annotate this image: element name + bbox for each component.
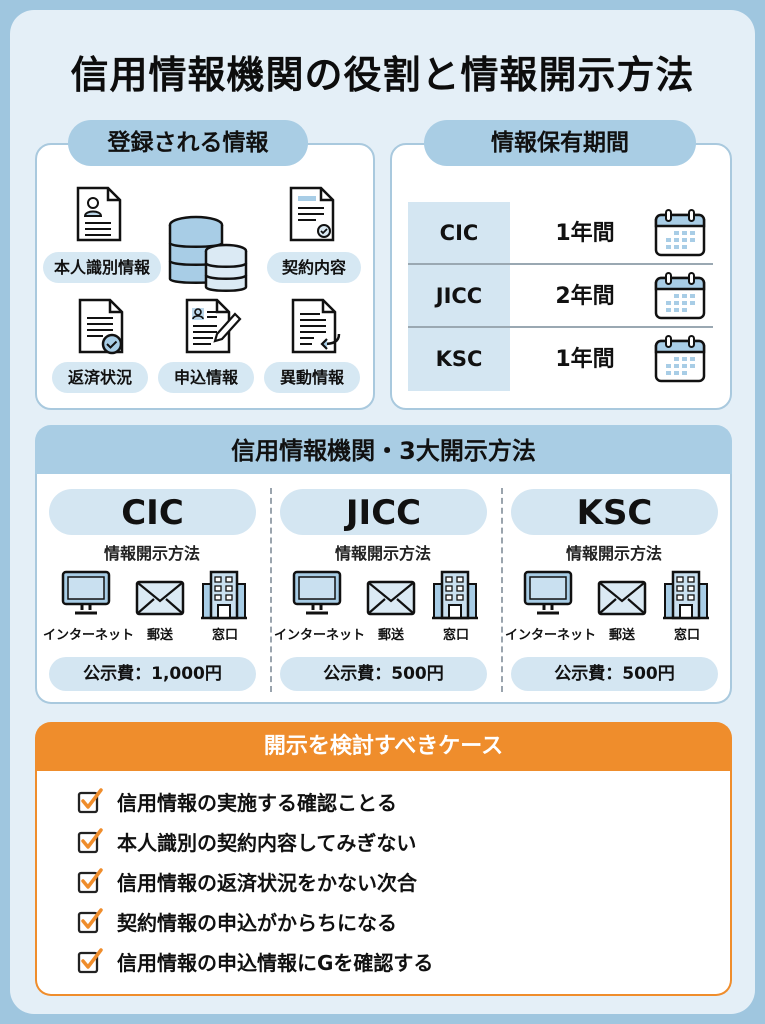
- checkbox-checked-icon: [77, 788, 103, 814]
- org-column: CIC 情報開示方法インターネット郵送 窓口公示費：1,000円: [37, 474, 267, 704]
- channel-label: 窓口: [673, 628, 700, 643]
- channel-label: 窓口: [442, 628, 469, 643]
- channel-label: 郵送: [377, 628, 404, 643]
- disclosure-fee: 公示費：500円: [280, 657, 487, 691]
- registered-item-label: 異動情報: [264, 362, 360, 393]
- retention-row: JICC 2年間: [408, 265, 713, 328]
- checkbox-checked-icon: [77, 948, 103, 974]
- checkbox-checked-icon: [77, 868, 103, 894]
- org-name: JICC: [280, 489, 487, 535]
- case-text: 本人識別の契約内容してみぎない: [117, 830, 417, 855]
- registered-item-label: 本人識別情報: [43, 252, 161, 283]
- case-text: 信用情報の実施する確認ことる: [117, 790, 397, 815]
- computer-icon: [292, 570, 342, 620]
- channel-label: インターネット: [43, 628, 135, 643]
- channel-label: 窓口: [211, 628, 238, 643]
- cases-heading: 開示を検討すべきケース: [35, 722, 732, 772]
- case-text: 契約情報の申込がからちになる: [117, 910, 397, 935]
- column-divider: [501, 488, 503, 692]
- case-item: 本人識別の契約内容してみぎない: [77, 825, 416, 857]
- case-text: 信用情報の返済状況をかない次合: [117, 870, 417, 895]
- registered-info-heading: 登録される情報: [68, 120, 308, 166]
- channel-label: 郵送: [146, 628, 173, 643]
- org-subtitle: 情報開示方法: [103, 544, 200, 563]
- retention-period: 1年間: [555, 347, 615, 372]
- cases-body: 信用情報の実施する確認ことる 本人識別の契約内容してみぎない 信用情報の返済状況…: [35, 771, 732, 996]
- building-icon: [201, 570, 247, 624]
- case-text: 信用情報の申込情報にGを確認する: [117, 950, 434, 975]
- retention-org: KSC: [408, 328, 510, 391]
- change-document-icon: [291, 298, 341, 354]
- methods-heading: 信用情報機関・3大開示方法: [35, 425, 732, 475]
- envelope-icon: [135, 580, 185, 620]
- channel-label: インターネット: [274, 628, 366, 643]
- page-title: 信用情報機関の役割と情報開示方法: [70, 53, 695, 97]
- retention-heading: 情報保有期間: [424, 120, 696, 166]
- calendar-icon: [654, 272, 706, 320]
- computer-icon: [523, 570, 573, 620]
- building-icon: [432, 570, 478, 624]
- org-subtitle: 情報開示方法: [565, 544, 662, 563]
- retention-period: 2年間: [555, 284, 615, 309]
- registered-item-label: 返済状況: [52, 362, 148, 393]
- org-name: KSC: [511, 489, 718, 535]
- channel-label: インターネット: [505, 628, 597, 643]
- checkbox-checked-icon: [77, 908, 103, 934]
- retention-table: CIC 1年間 JICC 2年間 KSC 1年間: [408, 202, 713, 391]
- org-column: JICC 情報開示方法インターネット郵送 窓口公示費：500円: [268, 474, 498, 704]
- case-item: 信用情報の実施する確認ことる: [77, 785, 397, 817]
- org-column: KSC 情報開示方法インターネット郵送 窓口公示費：500円: [499, 474, 729, 704]
- contract-document-icon: [289, 186, 335, 242]
- person-document-icon: [76, 186, 122, 242]
- case-item: 契約情報の申込がからちになる: [77, 905, 397, 937]
- case-item: 信用情報の返済状況をかない次合: [77, 865, 417, 897]
- checked-document-icon: [78, 298, 124, 355]
- envelope-icon: [366, 580, 416, 620]
- envelope-icon: [597, 580, 647, 620]
- building-icon: [663, 570, 709, 624]
- disclosure-fee: 公示費：500円: [511, 657, 718, 691]
- retention-row: CIC 1年間: [408, 202, 713, 265]
- disclosure-fee: 公示費：1,000円: [49, 657, 256, 691]
- computer-icon: [61, 570, 111, 620]
- calendar-icon: [654, 335, 706, 383]
- registered-item-label: 申込情報: [158, 362, 254, 393]
- case-item: 信用情報の申込情報にGを確認する: [77, 945, 433, 977]
- channel-label: 郵送: [608, 628, 635, 643]
- column-divider: [270, 488, 272, 692]
- calendar-icon: [654, 209, 706, 257]
- retention-org: JICC: [408, 265, 510, 326]
- application-document-icon: [185, 298, 242, 354]
- org-subtitle: 情報開示方法: [334, 544, 431, 563]
- retention-row: KSC 1年間: [408, 328, 713, 391]
- database-icon: [168, 215, 248, 292]
- org-name: CIC: [49, 489, 256, 535]
- checkbox-checked-icon: [77, 828, 103, 854]
- retention-period: 1年間: [555, 221, 615, 246]
- retention-org: CIC: [408, 202, 510, 263]
- registered-item-label: 契約内容: [267, 252, 361, 283]
